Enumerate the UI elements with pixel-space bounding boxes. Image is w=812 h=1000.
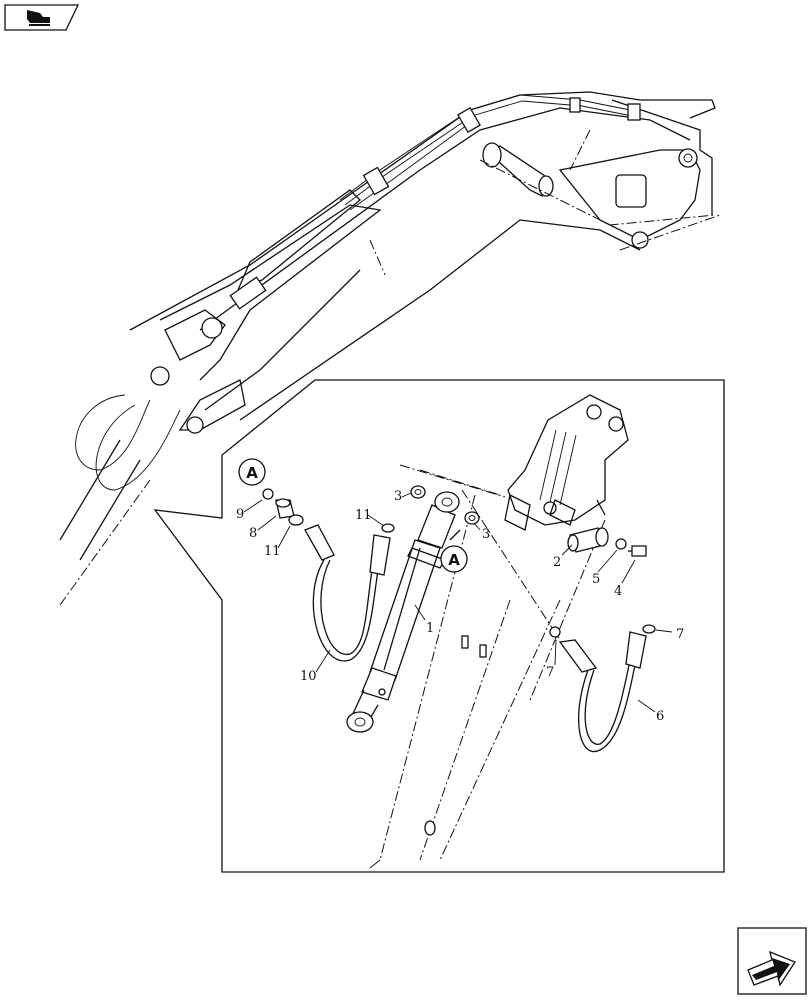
part-number-labels: 9 8 11 10 11 3 3 1 2 5 4 7 7 6 <box>236 489 684 724</box>
hydraulic-cylinder <box>346 491 461 734</box>
hose-6 <box>549 624 656 753</box>
view-a-marker-cylinder: A <box>440 545 468 573</box>
view-a-label-left: A <box>246 464 258 482</box>
view-a-label-cylinder: A <box>448 551 460 569</box>
part-label-2: 2 <box>553 555 561 570</box>
part-label-4: 4 <box>614 584 622 599</box>
part-label-11a: 11 <box>264 544 281 559</box>
part-label-11b: 11 <box>355 508 372 523</box>
washer-5 <box>615 538 627 550</box>
part-label-3b: 3 <box>482 527 490 542</box>
part-label-8: 8 <box>249 526 257 541</box>
o-ring-9 <box>262 488 274 500</box>
next-page-arrow-icon[interactable] <box>737 927 807 995</box>
hose-10 <box>304 524 391 662</box>
adapter-8 <box>275 498 295 519</box>
washer-3-left <box>410 485 426 499</box>
pin-2 <box>567 527 609 553</box>
detail-view-frame <box>153 379 725 873</box>
boom-overview <box>59 91 721 606</box>
part-label-1: 1 <box>426 621 434 636</box>
part-label-3a: 3 <box>394 489 402 504</box>
washer-3-right <box>464 511 480 525</box>
view-a-marker-left: A <box>238 458 266 486</box>
part-label-10: 10 <box>300 669 317 684</box>
part-label-9: 9 <box>236 507 244 522</box>
part-label-5: 5 <box>592 572 600 587</box>
page-navigation-icon[interactable] <box>4 4 80 31</box>
part-label-7a: 7 <box>546 665 554 680</box>
o-ring-11-right <box>381 523 395 533</box>
bolt-4 <box>628 545 647 557</box>
o-ring-11-left <box>288 514 304 526</box>
leader-lines <box>243 492 673 713</box>
part-label-7b: 7 <box>676 627 684 642</box>
boom-section <box>369 464 606 869</box>
mounting-bracket <box>504 394 629 531</box>
part-label-6: 6 <box>656 709 664 724</box>
